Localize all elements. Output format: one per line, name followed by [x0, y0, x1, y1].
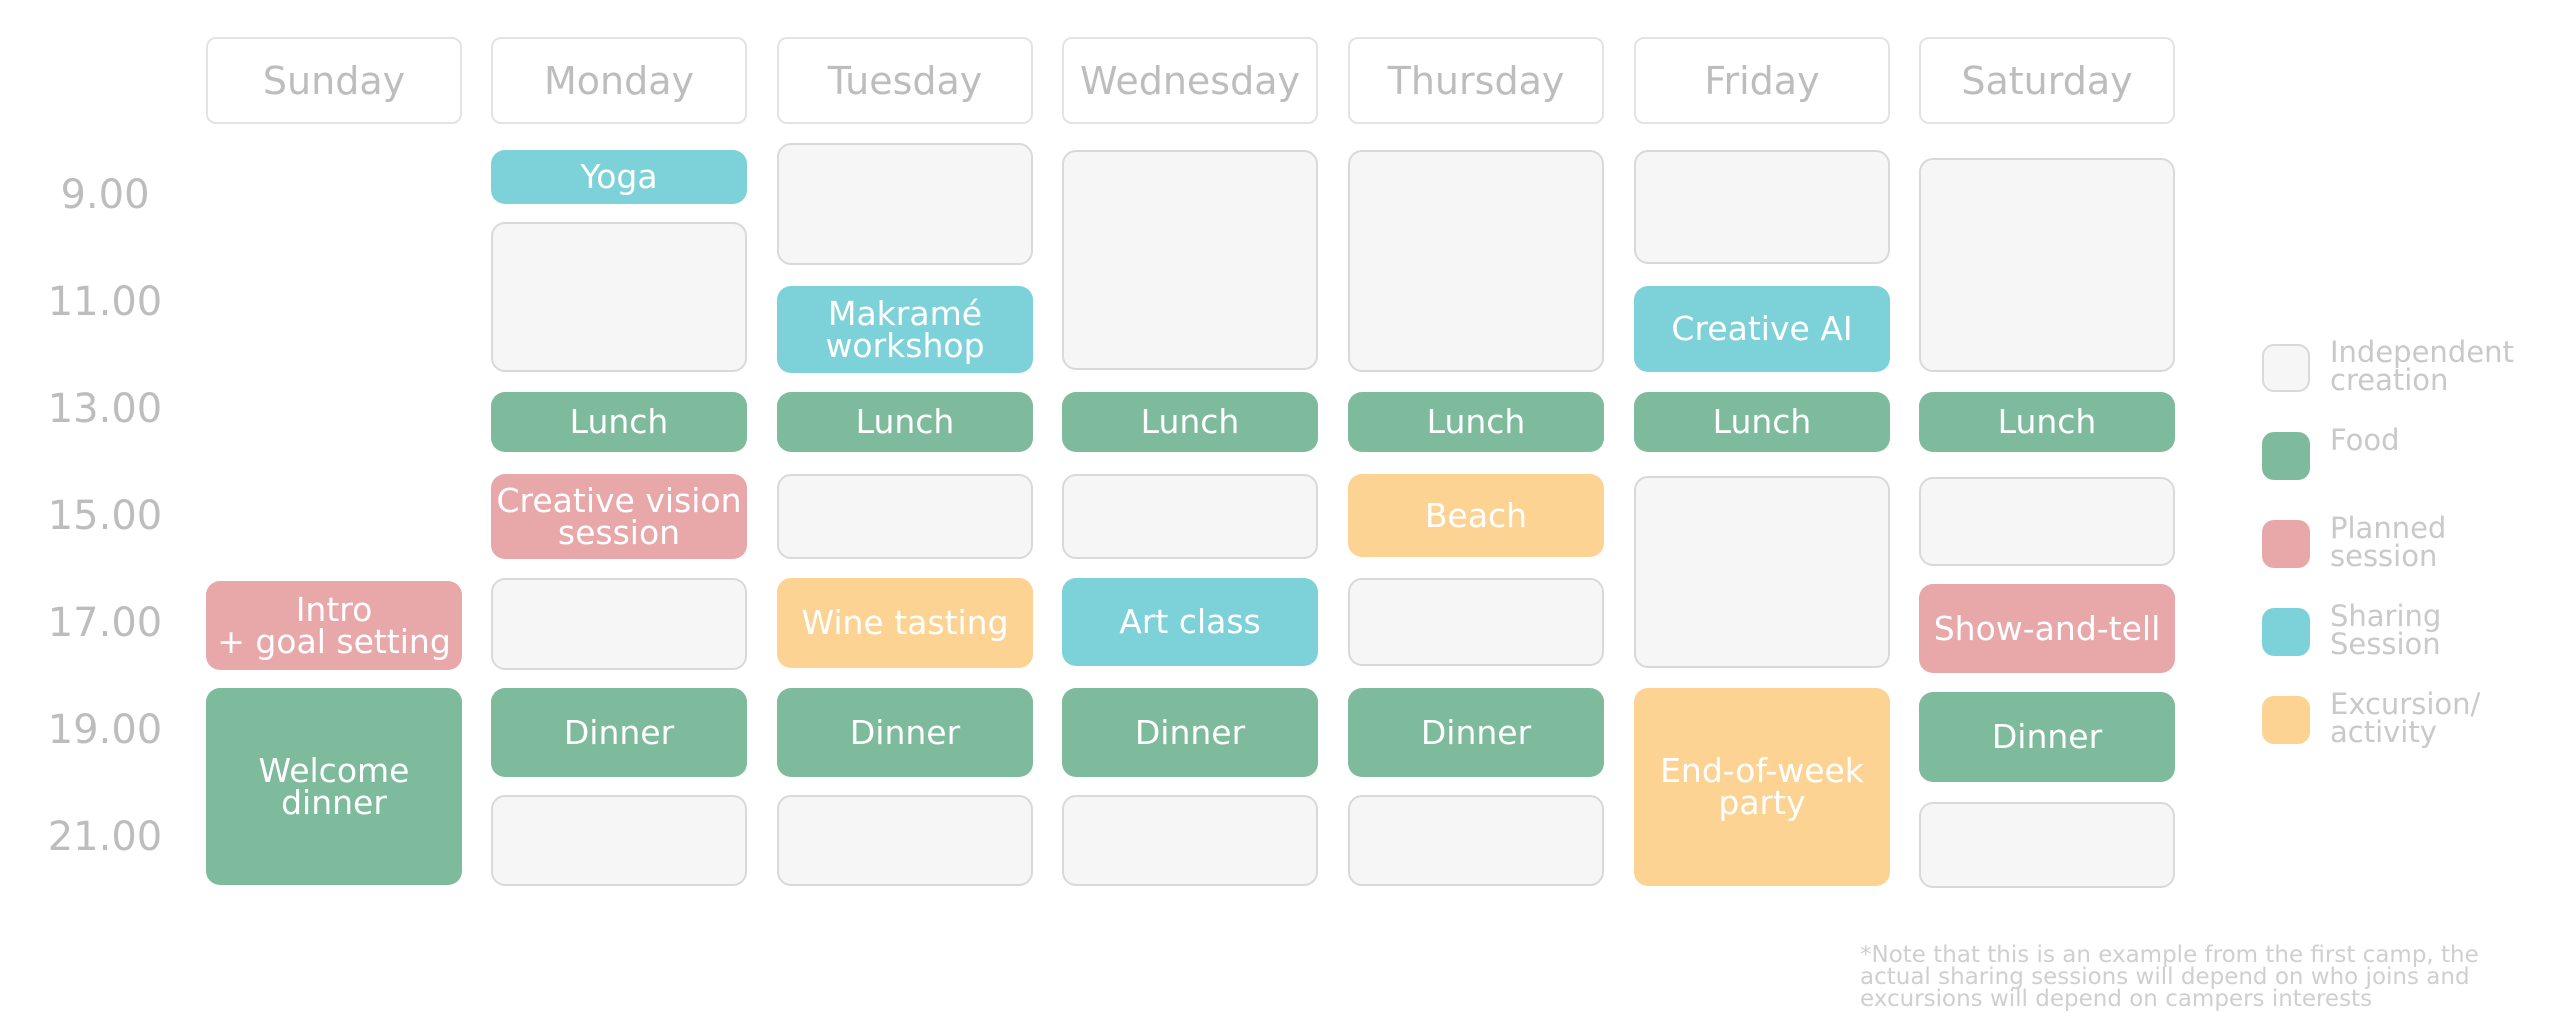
schedule-block-food: Dinner [1348, 688, 1604, 777]
schedule-block-independent [1348, 795, 1604, 886]
schedule-block-sharing: Art class [1062, 578, 1318, 666]
schedule-block-independent [1062, 150, 1318, 370]
schedule-block-food: Dinner [1062, 688, 1318, 777]
time-label: 17.00 [47, 600, 163, 646]
time-label: 13.00 [47, 386, 163, 432]
schedule-block-food: Lunch [1062, 392, 1318, 452]
day-header-saturday: Saturday [1919, 37, 2175, 124]
legend-label: Independent creation [2330, 335, 2514, 397]
legend-item-excursion: Excursion/ activity [2262, 690, 2552, 750]
schedule-block-excursion: End-of-week party [1634, 688, 1890, 886]
day-header-monday: Monday [491, 37, 747, 124]
legend-label: Excursion/ activity [2330, 687, 2481, 749]
time-label: 21.00 [47, 814, 163, 860]
schedule-block-independent [777, 795, 1033, 886]
day-header-wednesday: Wednesday [1062, 37, 1318, 124]
legend-swatch-planned [2262, 520, 2310, 568]
schedule-block-excursion: Wine tasting [777, 578, 1033, 668]
time-label: 11.00 [47, 279, 163, 325]
schedule-block-food: Lunch [1919, 392, 2175, 452]
schedule-block-planned: Show-and-tell [1919, 584, 2175, 673]
time-label: 19.00 [47, 707, 163, 753]
schedule-block-sharing: Makramé workshop [777, 286, 1033, 373]
footnote: *Note that this is an example from the f… [1860, 942, 2479, 1012]
schedule-block-sharing: Yoga [491, 150, 747, 204]
legend-item-sharing: Sharing Session [2262, 602, 2552, 662]
schedule-block-sharing: Creative AI [1634, 286, 1890, 372]
schedule-block-independent [1634, 150, 1890, 264]
schedule-block-independent [1634, 476, 1890, 668]
day-header-thursday: Thursday [1348, 37, 1604, 124]
legend-swatch-sharing [2262, 608, 2310, 656]
schedule-block-independent [491, 222, 747, 372]
schedule-block-planned: Creative vision session [491, 474, 747, 559]
schedule-block-independent [491, 578, 747, 670]
schedule-block-food: Welcome dinner [206, 688, 462, 885]
schedule-block-food: Dinner [1919, 692, 2175, 782]
schedule-block-independent [1919, 802, 2175, 888]
day-header-tuesday: Tuesday [777, 37, 1033, 124]
schedule-block-food: Lunch [491, 392, 747, 452]
schedule-block-independent [1348, 578, 1604, 666]
schedule-block-food: Dinner [777, 688, 1033, 777]
schedule-block-food: Lunch [1634, 392, 1890, 452]
time-label: 15.00 [47, 493, 163, 539]
schedule-block-independent [491, 795, 747, 886]
time-label: 9.00 [60, 172, 150, 218]
legend-item-independent: Independent creation [2262, 338, 2552, 398]
legend-item-planned: Planned session [2262, 514, 2552, 574]
schedule-block-food: Dinner [491, 688, 747, 777]
legend-swatch-excursion [2262, 696, 2310, 744]
schedule-block-independent [1348, 150, 1604, 372]
legend-swatch-food [2262, 432, 2310, 480]
legend-label: Planned session [2330, 511, 2447, 573]
schedule-block-independent [1919, 477, 2175, 566]
schedule-block-independent [1062, 795, 1318, 886]
day-header-sunday: Sunday [206, 37, 462, 124]
schedule-block-food: Lunch [1348, 392, 1604, 452]
schedule-block-planned: Intro + goal setting [206, 581, 462, 670]
legend-label: Sharing Session [2330, 599, 2442, 661]
legend-label: Food [2330, 423, 2400, 457]
schedule-block-independent [1919, 158, 2175, 372]
legend-swatch-independent [2262, 344, 2310, 392]
schedule-block-independent [777, 474, 1033, 559]
legend-item-food: Food [2262, 426, 2552, 486]
schedule-block-independent [777, 143, 1033, 265]
schedule-block-food: Lunch [777, 392, 1033, 452]
schedule-block-excursion: Beach [1348, 474, 1604, 557]
day-header-friday: Friday [1634, 37, 1890, 124]
schedule-block-independent [1062, 474, 1318, 559]
